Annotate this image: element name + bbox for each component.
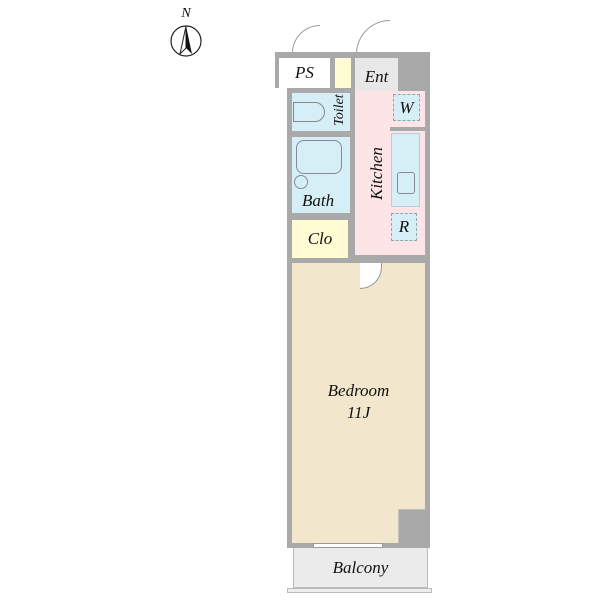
room-entrance: Ent (355, 58, 398, 96)
kitchen-label: Kitchen (367, 147, 386, 200)
room-bedroom (292, 263, 425, 543)
balcony-window[interactable] (313, 543, 383, 548)
bedroom-label: Bedroom 11J (292, 380, 425, 424)
sink-icon (397, 172, 415, 194)
bath-label: Bath (302, 191, 335, 210)
w-label: W (399, 97, 414, 117)
bedroom-name: Bedroom (327, 381, 390, 400)
compass-label: N (181, 6, 191, 21)
shaft (335, 58, 351, 88)
clo-label: Clo (307, 229, 333, 248)
balcony-label: Balcony (332, 557, 389, 577)
outside-left (275, 88, 287, 548)
entrance-door[interactable] (356, 20, 390, 54)
r-label: R (398, 217, 410, 236)
ent-label: Ent (364, 67, 389, 86)
ps-label: PS (295, 63, 314, 82)
bedroom-size: 11J (346, 403, 371, 422)
washer-space: W (393, 94, 420, 121)
room-ps: PS (279, 58, 330, 88)
kitchen-divider (390, 127, 425, 131)
washbasin-icon (294, 175, 308, 189)
refrigerator-space: R (391, 213, 417, 241)
balcony: Balcony (293, 548, 428, 588)
room-bath: Bath (292, 137, 350, 213)
toilet-icon (293, 102, 325, 122)
room-toilet (292, 93, 350, 131)
balcony-rail (287, 588, 432, 593)
toilet-label: Toilet (332, 94, 347, 126)
ps-door[interactable] (292, 25, 320, 55)
kitchen-counter (391, 133, 420, 207)
north-arrow-icon (170, 25, 202, 57)
bathtub-icon (296, 140, 342, 174)
room-closet: Clo (292, 220, 348, 258)
